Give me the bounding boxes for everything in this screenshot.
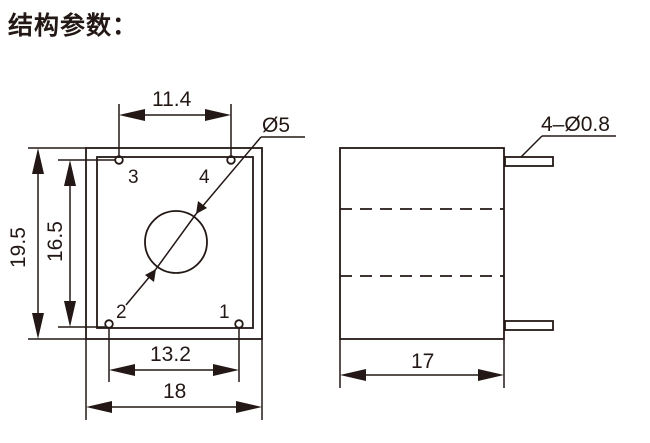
- outer-body-outline: [85, 147, 263, 340]
- pin-label-1: 1: [219, 302, 230, 323]
- dim-pin-spec: 4–Ø0.8: [541, 113, 610, 136]
- dim-inner-height: 16.5: [44, 221, 67, 262]
- pin-label-3: 3: [128, 167, 139, 188]
- pin-label-2: 2: [116, 302, 127, 323]
- side-pin-top: [504, 156, 554, 167]
- inner-frame-outline: [96, 156, 254, 329]
- dim-pin-spacing-bottom: 13.2: [150, 343, 191, 366]
- side-view: 4–Ø0.8 17: [339, 113, 616, 388]
- center-hole: [144, 210, 208, 274]
- pin-1-dot: [234, 319, 244, 329]
- dim-overall-height: 19.5: [7, 227, 30, 268]
- dim-hole-diameter: Ø5: [262, 114, 290, 137]
- page-title: 结构参数：: [8, 11, 139, 40]
- side-pin-bottom: [504, 320, 554, 331]
- side-body-outline: [339, 147, 505, 340]
- pin-label-4: 4: [199, 167, 210, 188]
- front-view: 3 4 2 1 11.4 Ø5 19.5 16.5: [7, 88, 305, 420]
- pin-2-dot: [104, 319, 114, 329]
- dim-overall-width: 18: [163, 380, 186, 403]
- dim-depth: 17: [411, 350, 434, 373]
- dim-pin-spacing-top: 11.4: [152, 88, 192, 111]
